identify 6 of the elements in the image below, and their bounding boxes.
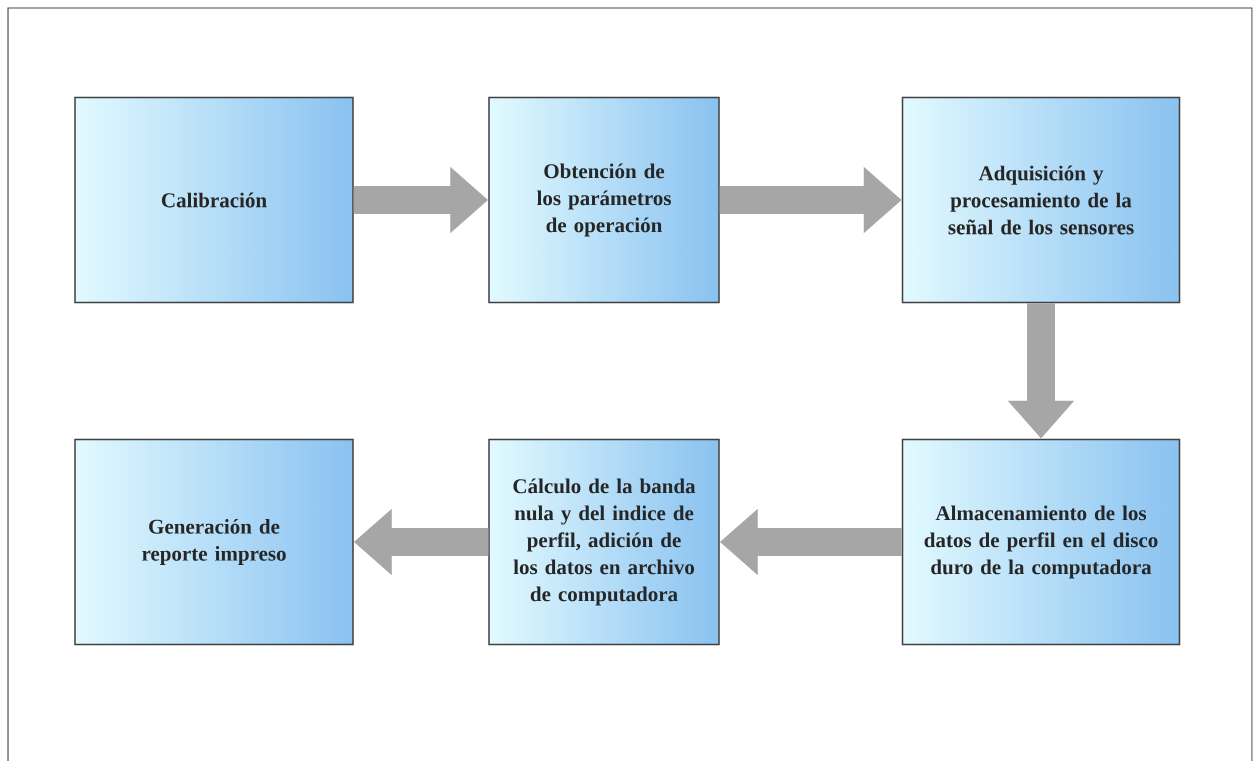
process-box: Calibración bbox=[74, 96, 354, 304]
process-box: Cálculo de la banda nula y del indice de perfil, adición de los datos en archivo de computadora bbox=[488, 438, 720, 646]
process-box: Generación de reporte impreso bbox=[74, 438, 354, 646]
process-box: Adquisición y procesamiento de la señal de los sensores bbox=[901, 96, 1181, 304]
process-box: Almacenamiento de los datos de perfil en el disco duro de la computadora bbox=[901, 438, 1181, 646]
process-box: Obtención de los parámetros de operación bbox=[488, 96, 720, 304]
